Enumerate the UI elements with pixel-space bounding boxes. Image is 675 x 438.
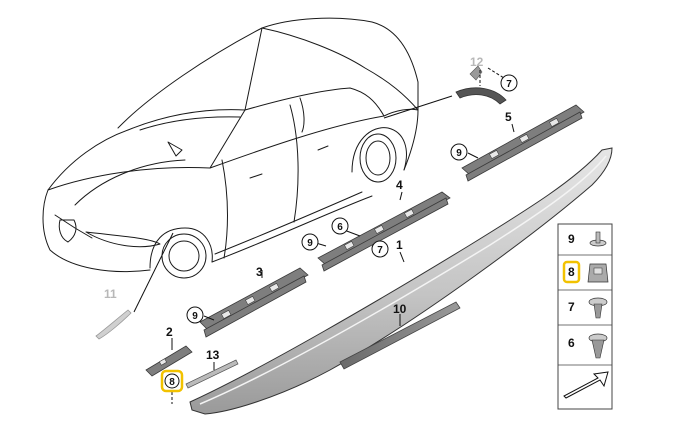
front-trim-piece (95, 309, 132, 340)
side-sill-cover (189, 147, 613, 415)
part-label-4: 4 (396, 178, 403, 192)
direction-arrow-icon[interactable] (563, 371, 609, 399)
callout-9-middle: 9 (301, 233, 319, 251)
callout-7-middle-label: 7 (377, 245, 383, 256)
callout-7-middle: 7 (371, 240, 389, 258)
push-clip-icon (588, 333, 608, 359)
legend-label-7: 7 (568, 300, 575, 314)
callout-9-left: 9 (186, 306, 204, 324)
fastener-legend: 9 8 7 6 (557, 223, 613, 410)
callout-9-right: 9 (450, 143, 468, 161)
callout-9-middle-label: 9 (307, 238, 313, 249)
protective-strip (339, 301, 461, 370)
callout-9-left-label: 9 (192, 311, 198, 322)
callout-8-label: 8 (169, 377, 175, 388)
callout-6-label: 6 (337, 222, 343, 233)
expansion-rivet-icon (588, 297, 608, 319)
part-label-3: 3 (256, 265, 263, 279)
part-label-2: 2 (166, 325, 173, 339)
legend-label-8: 8 (568, 265, 575, 279)
part-label-11: 11 (104, 287, 117, 301)
nut-clip-icon (587, 263, 609, 283)
callout-7-top: 7 (500, 74, 518, 92)
callout-8-highlighted: 8 (160, 369, 184, 393)
callout-6: 6 (331, 217, 349, 235)
part-label-1: 1 (396, 238, 403, 252)
bracket-part-2 (145, 345, 193, 377)
car-outline (42, 17, 419, 279)
legend-label-6: 6 (568, 336, 575, 350)
screw-icon (589, 231, 607, 247)
callout-9-right-label: 9 (456, 148, 462, 159)
part-label-5: 5 (505, 110, 512, 124)
rear-trim-piece (455, 65, 507, 105)
part-label-10: 10 (393, 302, 407, 316)
bracket-part-3 (199, 267, 309, 338)
bracket-part-4 (317, 191, 451, 272)
trim-part-13 (185, 359, 239, 389)
callout-7-top-label: 7 (506, 79, 512, 90)
highlight-box (160, 369, 184, 393)
legend-label-9: 9 (568, 232, 575, 246)
part-label-13: 13 (206, 348, 220, 362)
legend-highlight-8 (562, 260, 581, 284)
bracket-part-5 (461, 104, 585, 182)
part-label-12: 12 (470, 55, 484, 69)
